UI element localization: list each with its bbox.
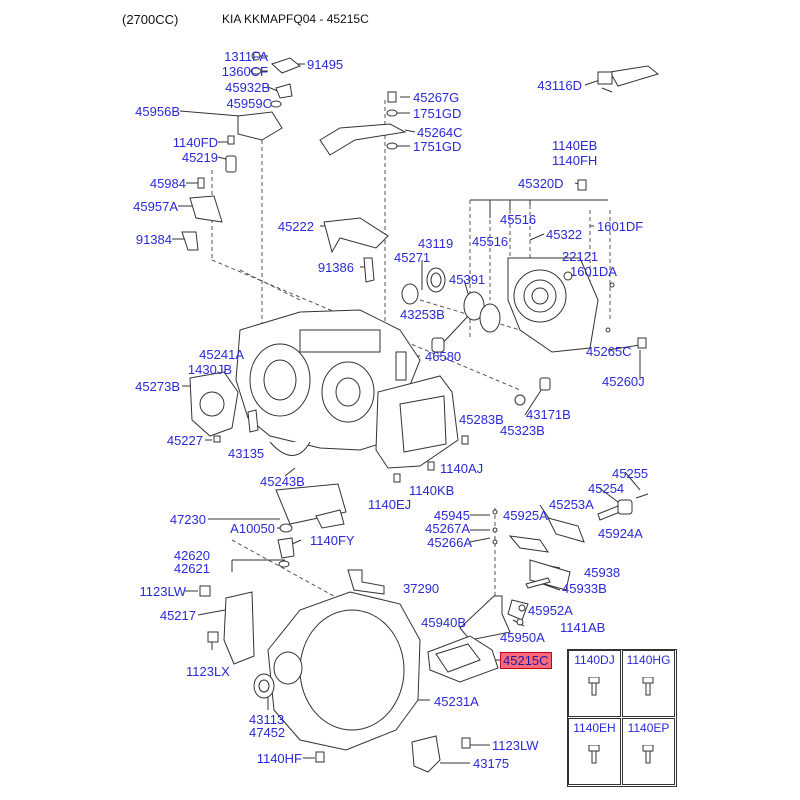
part-label[interactable]: 45516: [472, 234, 509, 249]
part-label[interactable]: 45323B: [500, 423, 545, 438]
fastener-code: 1140DJ: [574, 653, 615, 667]
part-label[interactable]: 1311FA: [224, 49, 268, 64]
part-label[interactable]: 45255: [612, 466, 649, 481]
part-label[interactable]: 45957A: [133, 199, 178, 214]
part-label[interactable]: 1123LW: [492, 738, 539, 753]
part-label[interactable]: 45271: [394, 250, 431, 265]
part-label[interactable]: 42620: [173, 548, 210, 563]
part-label[interactable]: 45945: [433, 508, 470, 523]
part-label[interactable]: 43113: [249, 712, 285, 727]
part-label[interactable]: 37290: [403, 581, 440, 596]
part-label[interactable]: 42621: [173, 561, 210, 576]
part-label[interactable]: 45265C: [586, 344, 632, 359]
part-label[interactable]: 1140FD: [172, 135, 218, 150]
part-label[interactable]: 45222: [277, 219, 314, 234]
part-label[interactable]: 45241A: [199, 347, 244, 362]
part-label[interactable]: 45217: [159, 608, 196, 623]
part-label[interactable]: 1360CF: [221, 64, 268, 79]
engine-spec: (2700CC): [122, 12, 179, 27]
part-label[interactable]: 91495: [307, 57, 344, 72]
part-label[interactable]: 1601DA: [570, 264, 617, 279]
part-label[interactable]: 1140KB: [409, 483, 455, 498]
part-label[interactable]: A10050: [230, 521, 275, 536]
fastener-code: 1140HG: [626, 653, 671, 667]
part-label[interactable]: 1751GD: [413, 139, 462, 154]
fastener-cell[interactable]: 1140EP: [622, 718, 675, 785]
part-label[interactable]: 45283B: [459, 412, 504, 427]
part-label[interactable]: 22121: [562, 249, 599, 264]
part-label[interactable]: 1751GD: [413, 106, 462, 121]
part-label[interactable]: 1140EB: [552, 138, 598, 153]
fastener-code: 1140EH: [573, 721, 616, 735]
part-label[interactable]: 45952A: [528, 603, 573, 618]
part-label[interactable]: 45516: [500, 212, 537, 227]
fastener-cell[interactable]: 1140EH: [568, 718, 621, 785]
part-label[interactable]: 43175: [473, 756, 510, 771]
part-label[interactable]: 45273B: [135, 379, 180, 394]
part-label[interactable]: 45219: [181, 150, 218, 165]
part-label[interactable]: 45254: [588, 481, 625, 496]
bolt-icon: [588, 677, 600, 696]
part-label[interactable]: 45266A: [427, 535, 472, 550]
part-label[interactable]: 1123LX: [186, 664, 230, 679]
part-label[interactable]: 45264C: [417, 125, 463, 140]
fastener-cell[interactable]: 1140HG: [622, 650, 675, 717]
part-label[interactable]: 46580: [425, 349, 462, 364]
part-label[interactable]: 45932B: [225, 80, 270, 95]
part-label[interactable]: 1140EJ: [368, 497, 412, 512]
model-code: KIA KKMAPFQ04 - 45215C: [222, 12, 369, 26]
fastener-code: 1140EP: [627, 721, 670, 735]
part-label[interactable]: 1140FH: [552, 153, 598, 168]
part-label[interactable]: 1123LW: [139, 584, 187, 599]
part-label[interactable]: 47452: [249, 725, 286, 740]
part-label[interactable]: 45322: [546, 227, 583, 242]
part-label[interactable]: 45956B: [135, 104, 180, 119]
part-label[interactable]: 91386: [317, 260, 354, 275]
part-label[interactable]: 43171B: [526, 407, 571, 422]
part-label[interactable]: 45231A: [434, 694, 479, 709]
fastener-reference-table: 1140DJ 1140HG 1140EH 1140EP: [567, 649, 677, 787]
part-label[interactable]: 1140FY: [310, 533, 355, 548]
part-label[interactable]: 43119: [418, 236, 454, 251]
part-label[interactable]: 47230: [169, 512, 206, 527]
part-label[interactable]: 45950A: [500, 630, 545, 645]
part-label[interactable]: 45933B: [562, 581, 607, 596]
part-label[interactable]: 45938: [584, 565, 621, 580]
part-label[interactable]: 45320D: [518, 176, 564, 191]
part-label[interactable]: 43135: [228, 446, 265, 461]
part-label[interactable]: 91384: [135, 232, 172, 247]
bolt-icon: [642, 745, 654, 764]
part-label[interactable]: 1141AB: [560, 620, 606, 635]
part-label[interactable]: 45391: [449, 272, 486, 287]
part-label[interactable]: 45260J: [602, 374, 645, 389]
selected-part-label[interactable]: 45215C: [500, 652, 552, 669]
part-label[interactable]: 1140AJ: [440, 461, 484, 476]
part-label[interactable]: 45924A: [598, 526, 643, 541]
part-label[interactable]: 1601DF: [597, 219, 644, 234]
part-label[interactable]: 45267G: [413, 90, 460, 105]
part-label[interactable]: 45959C: [226, 96, 272, 111]
part-label[interactable]: 1430JB: [187, 362, 232, 377]
part-label[interactable]: 45984: [149, 176, 186, 191]
part-label[interactable]: 1140HF: [256, 751, 302, 766]
part-label[interactable]: 45227: [166, 433, 203, 448]
part-label[interactable]: 43253B: [400, 307, 445, 322]
part-label[interactable]: 45253A: [549, 497, 594, 512]
bolt-icon: [642, 677, 654, 696]
fastener-cell[interactable]: 1140DJ: [568, 650, 621, 717]
part-label[interactable]: 45940B: [421, 615, 466, 630]
part-label[interactable]: 43116D: [537, 78, 582, 93]
bolt-icon: [588, 745, 600, 764]
part-label[interactable]: 45925A: [503, 508, 548, 523]
part-label[interactable]: 45243B: [260, 474, 305, 489]
part-label[interactable]: 45267A: [425, 521, 470, 536]
